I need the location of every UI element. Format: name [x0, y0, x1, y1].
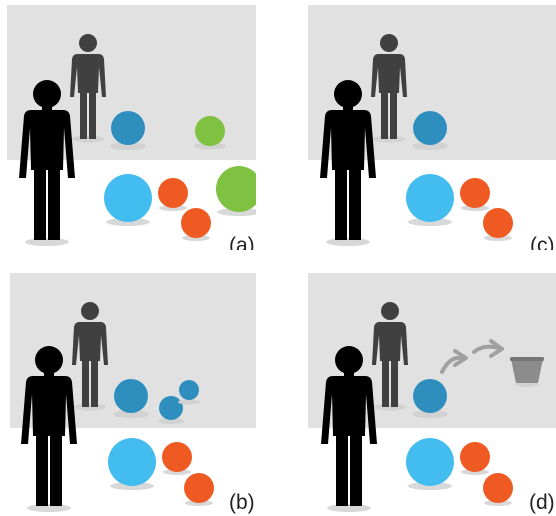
far-green-ball — [195, 116, 225, 146]
near-orange-ball — [483, 473, 513, 503]
panel-label: (d) — [529, 491, 555, 514]
panel-a-scene: (a) — [7, 5, 256, 250]
panel-label: (c) — [530, 234, 555, 250]
bucket-icon — [510, 357, 544, 387]
near-orange-ball — [181, 208, 211, 238]
toss-arrow-icon — [440, 349, 468, 374]
near-orange-ball — [483, 208, 513, 238]
ball-shadow — [412, 142, 448, 150]
back-person-shadow — [373, 135, 405, 143]
ball-shadow — [412, 410, 448, 418]
near-orange-ball — [158, 178, 188, 208]
toss-arrow-icon — [472, 339, 504, 358]
back-person-shadow — [374, 403, 406, 411]
far-blue-ball — [413, 111, 447, 145]
panel-d-scene: (d) — [308, 273, 556, 514]
back-person-shadow — [72, 135, 104, 143]
far-blue-ball-small — [179, 380, 199, 400]
panel-d: (d) — [300, 266, 556, 516]
near-orange-ball — [184, 473, 214, 503]
front-person-shadow — [326, 238, 370, 246]
far-blue-ball — [114, 379, 148, 413]
ball-shadow — [158, 418, 184, 424]
front-person-shadow — [25, 238, 69, 246]
ball-shadow — [110, 142, 146, 150]
front-person-shadow — [327, 504, 371, 512]
front-person-shadow — [27, 504, 71, 512]
panel-c: (c) — [300, 0, 556, 250]
near-blue-ball — [406, 174, 454, 222]
ball-shadow — [178, 399, 200, 405]
panel-label: (b) — [229, 491, 255, 514]
near-blue-ball — [406, 438, 454, 486]
near-orange-ball — [460, 178, 490, 208]
panel-c-scene: (c) — [308, 5, 556, 250]
panel-b: (b) — [0, 266, 256, 516]
near-orange-ball — [162, 442, 192, 472]
panel-a: (a) — [0, 0, 256, 250]
near-blue-ball — [104, 174, 152, 222]
far-blue-ball — [111, 111, 145, 145]
back-person-shadow — [74, 403, 106, 411]
ball-shadow — [113, 410, 149, 418]
far-blue-ball — [413, 379, 447, 413]
near-green-ball — [216, 166, 256, 212]
far-blue-ball-small — [159, 396, 183, 420]
near-orange-ball — [460, 442, 490, 472]
near-blue-ball — [108, 438, 156, 486]
panel-label: (a) — [229, 234, 255, 250]
panel-b-scene: (b) — [10, 273, 256, 514]
